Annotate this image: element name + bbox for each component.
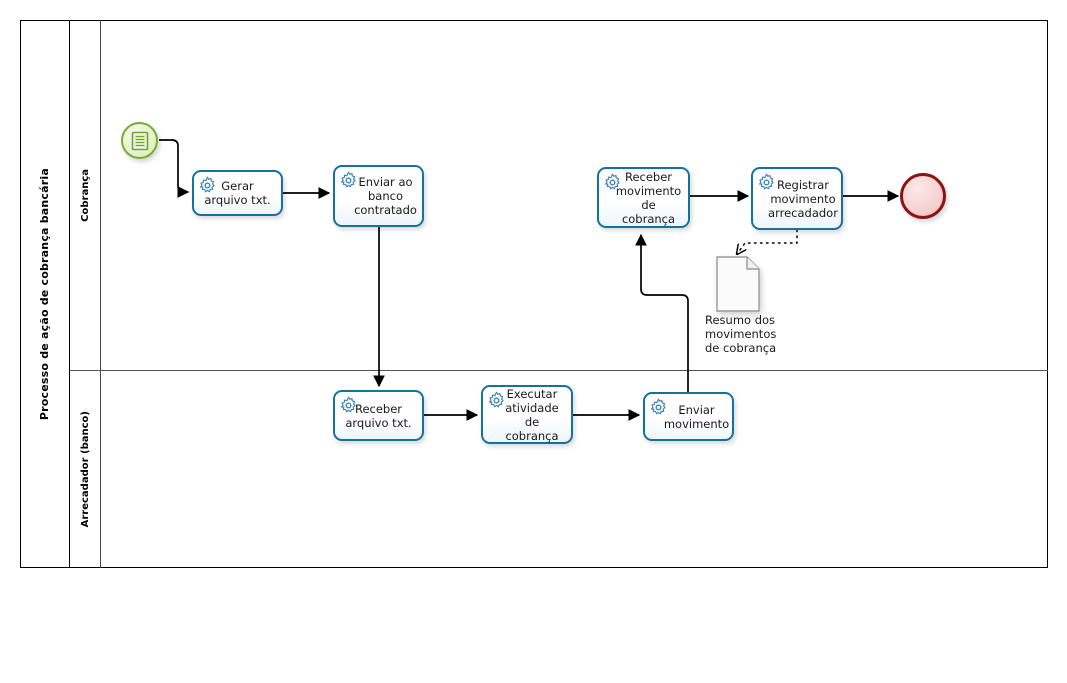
gear-icon [340, 396, 356, 413]
data-object-icon[interactable] [716, 256, 760, 312]
task-enviar-movimento[interactable]: Enviar movimento [643, 392, 734, 441]
gear-icon [604, 173, 620, 190]
lane-header-cobranca: Cobrança [70, 20, 101, 370]
task-label: Receber movimento de cobrança [615, 169, 682, 226]
task-label: Enviar ao banco contratado [354, 175, 417, 217]
end-event[interactable] [900, 173, 946, 219]
lane-label-cobranca: Cobrança [79, 168, 91, 222]
task-registrar-movimento-arrecadador[interactable]: Registrar movimento arrecadador [751, 167, 843, 230]
gear-icon [758, 173, 774, 190]
task-label: Enviar movimento [663, 402, 730, 431]
task-label: Gerar arquivo txt. [204, 179, 271, 207]
start-event[interactable] [121, 122, 158, 159]
task-label: Executar atividade de cobrança [505, 386, 559, 443]
gear-icon [340, 171, 356, 188]
task-executar-atividade-de-cobranca[interactable]: Executar atividade de cobrança [481, 385, 573, 444]
pool-title-label: Processo de ação de cobrança bancária [38, 167, 51, 421]
task-label: Receber arquivo txt. [345, 401, 412, 430]
task-label: Registrar movimento arrecadador [768, 177, 838, 220]
data-object-label: Resumo dos movimentos de cobrança [705, 313, 777, 355]
lane-label-arrecadador: Arrecadador (banco) [79, 410, 91, 528]
pool-title: Processo de ação de cobrança bancária [20, 20, 70, 568]
message-document-icon [131, 131, 148, 150]
task-gerar-arquivo-txt[interactable]: Gerar arquivo txt. [192, 170, 283, 216]
lane-header-arrecadador: Arrecadador (banco) [70, 370, 101, 568]
gear-icon [488, 391, 504, 408]
task-receber-movimento-de-cobranca[interactable]: Receber movimento de cobrança [597, 167, 690, 228]
task-receber-arquivo-txt[interactable]: Receber arquivo txt. [333, 390, 424, 441]
task-enviar-ao-banco-contratado[interactable]: Enviar ao banco contratado [333, 165, 424, 227]
gear-icon [650, 398, 666, 415]
gear-icon [199, 176, 215, 193]
pool [20, 20, 1048, 568]
lane-divider [70, 370, 1048, 371]
